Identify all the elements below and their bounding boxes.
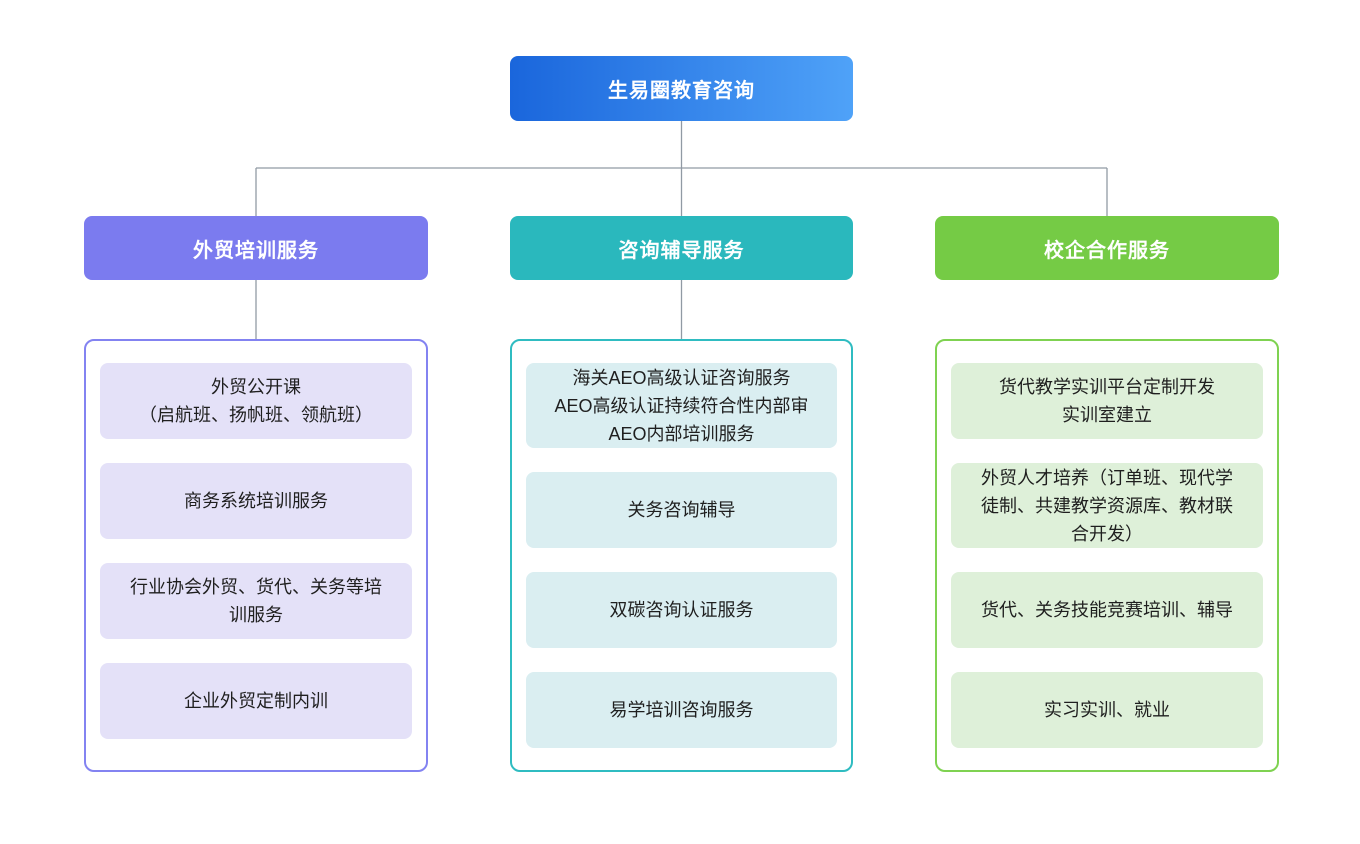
leaf-node: 海关AEO高级认证咨询服务 AEO高级认证持续符合性内部审 AEO内部培训服务 bbox=[526, 363, 837, 448]
leaf-node-label: 行业协会外贸、货代、关务等培 训服务 bbox=[130, 577, 382, 625]
branch-panel-consulting: 海关AEO高级认证咨询服务 AEO高级认证持续符合性内部审 AEO内部培训服务 … bbox=[510, 339, 853, 772]
leaf-node: 外贸公开课 （启航班、扬帆班、领航班） bbox=[100, 363, 412, 439]
leaf-node-label: 商务系统培训服务 bbox=[184, 491, 328, 511]
branch-header-label: 校企合作服务 bbox=[1044, 239, 1170, 262]
branch-header-label: 咨询辅导服务 bbox=[618, 239, 745, 262]
leaf-node-label: 企业外贸定制内训 bbox=[184, 691, 328, 711]
branch-panel-trade-training: 外贸公开课 （启航班、扬帆班、领航班） 商务系统培训服务 行业协会外贸、货代、关… bbox=[84, 339, 428, 772]
leaf-node: 外贸人才培养（订单班、现代学 徒制、共建教学资源库、教材联 合开发） bbox=[951, 463, 1263, 548]
leaf-node-label: 货代教学实训平台定制开发 实训室建立 bbox=[999, 377, 1215, 425]
branch-panel-school-enterprise: 货代教学实训平台定制开发 实训室建立 外贸人才培养（订单班、现代学 徒制、共建教… bbox=[935, 339, 1279, 772]
branch-column-trade-training: 外贸培训服务 外贸公开课 （启航班、扬帆班、领航班） 商务系统培训服务 行业协会… bbox=[84, 216, 428, 772]
leaf-node: 易学培训咨询服务 bbox=[526, 672, 837, 748]
leaf-node: 商务系统培训服务 bbox=[100, 463, 412, 539]
root-node: 生易圈教育咨询 bbox=[510, 56, 853, 121]
leaf-node-label: 货代、关务技能竞赛培训、辅导 bbox=[981, 600, 1233, 620]
branch-header-label: 外贸培训服务 bbox=[193, 239, 319, 262]
leaf-node: 实习实训、就业 bbox=[951, 672, 1263, 748]
leaf-node: 企业外贸定制内训 bbox=[100, 663, 412, 739]
leaf-node-label: 双碳咨询认证服务 bbox=[609, 600, 754, 620]
leaf-node: 行业协会外贸、货代、关务等培 训服务 bbox=[100, 563, 412, 639]
branch-column-school-enterprise: 校企合作服务 货代教学实训平台定制开发 实训室建立 外贸人才培养（订单班、现代学… bbox=[935, 216, 1279, 772]
leaf-node-label: 实习实训、就业 bbox=[1044, 700, 1170, 720]
branch-column-consulting: 咨询辅导服务 海关AEO高级认证咨询服务 AEO高级认证持续符合性内部审 AEO… bbox=[510, 216, 853, 772]
leaf-node-label: 外贸人才培养（订单班、现代学 徒制、共建教学资源库、教材联 合开发） bbox=[981, 467, 1233, 544]
root-node-label: 生易圈教育咨询 bbox=[608, 80, 755, 102]
leaf-node-label: 海关AEO高级认证咨询服务 AEO高级认证持续符合性内部审 AEO内部培训服务 bbox=[554, 367, 809, 444]
leaf-node-label: 关务咨询辅导 bbox=[627, 500, 736, 520]
leaf-node: 货代、关务技能竞赛培训、辅导 bbox=[951, 572, 1263, 648]
leaf-node: 关务咨询辅导 bbox=[526, 472, 837, 548]
leaf-node: 双碳咨询认证服务 bbox=[526, 572, 837, 648]
leaf-node-label: 外贸公开课 （启航班、扬帆班、领航班） bbox=[139, 377, 373, 425]
branch-header-consulting: 咨询辅导服务 bbox=[510, 216, 853, 280]
branch-header-trade-training: 外贸培训服务 bbox=[84, 216, 428, 280]
leaf-node: 货代教学实训平台定制开发 实训室建立 bbox=[951, 363, 1263, 439]
leaf-node-label: 易学培训咨询服务 bbox=[609, 700, 754, 720]
branch-header-school-enterprise: 校企合作服务 bbox=[935, 216, 1279, 280]
